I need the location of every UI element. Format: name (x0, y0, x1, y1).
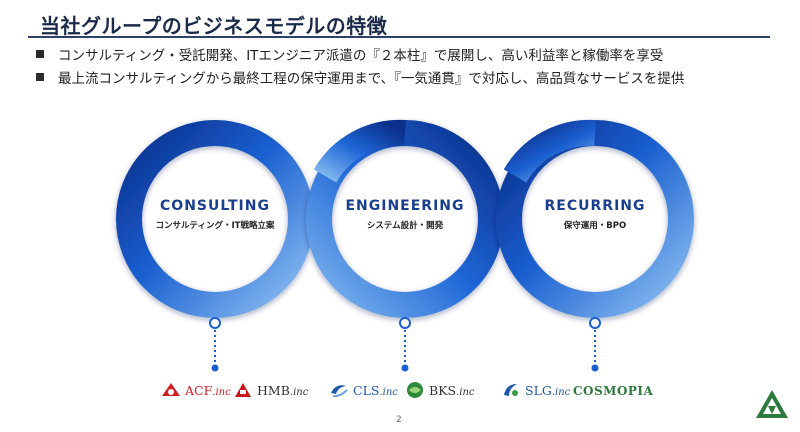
logo-bks: BKS.inc (404, 381, 475, 399)
bks-globe-icon (407, 382, 423, 398)
bullet-item: コンサルティング・受託開発、ITエンジニア派遣の『２本柱』で展開し、高い利益率と… (36, 42, 684, 65)
square-bullet-icon (36, 49, 44, 58)
logo-hmb: HMB.inc (232, 381, 308, 399)
square-bullet-icon (36, 72, 44, 81)
connector-engineering (399, 317, 411, 372)
cls-swirl-icon (331, 385, 348, 398)
connector-consulting (209, 317, 221, 372)
ring-engineering (306, 120, 504, 318)
logo-cosmopia-text: COSMOPIA (573, 384, 654, 398)
title-divider (28, 36, 770, 38)
bullet-item: 最上流コンサルティングから最終工程の保守運用まで、『一気通貫』で対応し、高品質な… (36, 65, 684, 88)
connector-recurring (589, 317, 601, 372)
ring-label-consulting: CONSULTING コンサルティング・IT戦略立案 (125, 198, 305, 231)
page-number: 2 (396, 415, 402, 425)
logo-acf: ACF.inc (160, 381, 231, 399)
logo-cls-text: CLS.inc (353, 382, 398, 398)
company-corner-logo-icon (756, 390, 788, 418)
logo-hmb-text: HMB.inc (257, 382, 309, 398)
logo-cosmopia: COSMOPIA (573, 384, 653, 398)
page-title: 当社グループのビジネスモデルの特徴 (40, 14, 388, 38)
logo-bks-text: BKS.inc (429, 382, 475, 398)
acf-mark-icon (162, 383, 180, 396)
ring-title: ENGINEERING (345, 198, 465, 214)
ring-title: CONSULTING (160, 198, 270, 214)
hmb-mark-icon (235, 383, 251, 397)
bullet-text: コンサルティング・受託開発、ITエンジニア派遣の『２本柱』で展開し、高い利益率と… (58, 47, 664, 64)
ring-label-recurring: RECURRING 保守運用・BPO (505, 198, 685, 231)
ring-subtitle: システム設計・開発 (366, 221, 444, 231)
ring-subtitle: 保守運用・BPO (563, 221, 627, 231)
ring-subtitle: コンサルティング・IT戦略立案 (155, 221, 275, 231)
bullet-list: コンサルティング・受託開発、ITエンジニア派遣の『２本柱』で展開し、高い利益率と… (36, 42, 684, 88)
logo-slg: SLG.inc (500, 381, 570, 399)
logo-slg-text: SLG.inc (525, 382, 571, 398)
logo-acf-text: ACF.inc (185, 382, 231, 398)
ring-consulting (116, 120, 314, 318)
ring-label-engineering: ENGINEERING システム設計・開発 (315, 198, 495, 231)
bullet-text: 最上流コンサルティングから最終工程の保守運用まで、『一気通貫』で対応し、高品質な… (58, 70, 685, 87)
logo-cls: CLS.inc (328, 381, 398, 399)
slg-swoosh-icon (504, 384, 518, 396)
ring-title: RECURRING (544, 198, 646, 214)
